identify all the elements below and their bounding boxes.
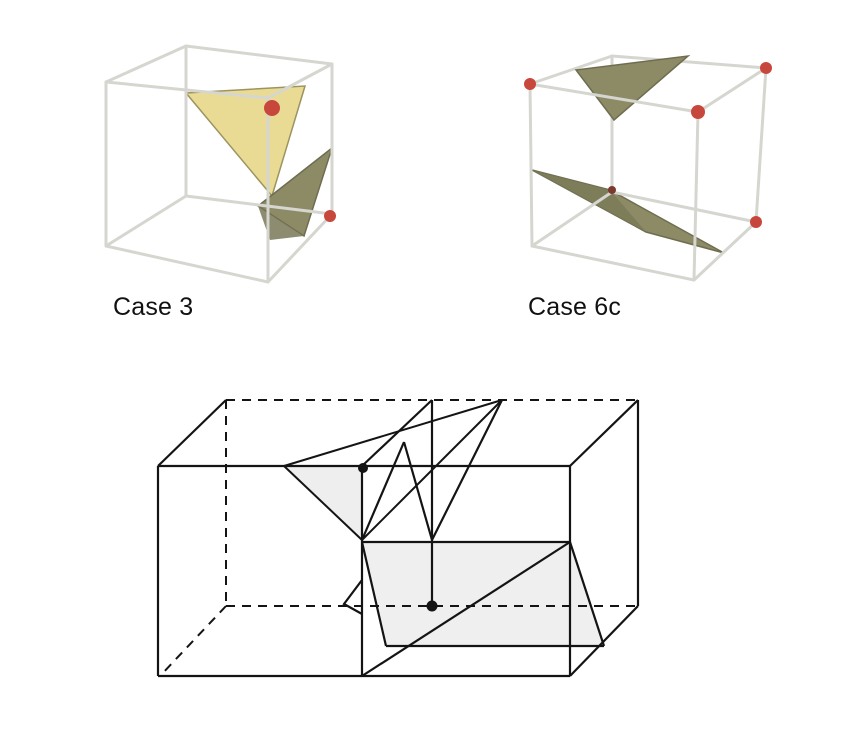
marked-point-upper — [358, 463, 368, 473]
case6c-caption: Case 6c — [528, 293, 622, 321]
case6c-vertex-marker — [608, 186, 616, 194]
marked-point-lower — [426, 600, 438, 612]
case6c-vertex-marker — [760, 62, 772, 74]
case6c-lower-surface-shade — [532, 170, 646, 232]
case6c-vertex-marker — [524, 78, 536, 90]
case3-cube-diagram — [104, 44, 336, 284]
case6c-upper-triangle — [574, 54, 691, 122]
case6c-vertex-marker — [750, 216, 762, 228]
case3-vertex-marker — [264, 100, 280, 116]
lower-surface-fill — [362, 542, 604, 646]
upper-triangle-a — [283, 399, 503, 541]
case3-caption: Case 3 — [113, 293, 194, 321]
case6c-vertex-marker — [691, 105, 705, 119]
case3-light-triangle — [184, 85, 307, 198]
combined-box-diagram — [156, 399, 640, 678]
case3-vertex-marker — [324, 210, 336, 222]
case6c-cube-diagram — [524, 54, 772, 282]
